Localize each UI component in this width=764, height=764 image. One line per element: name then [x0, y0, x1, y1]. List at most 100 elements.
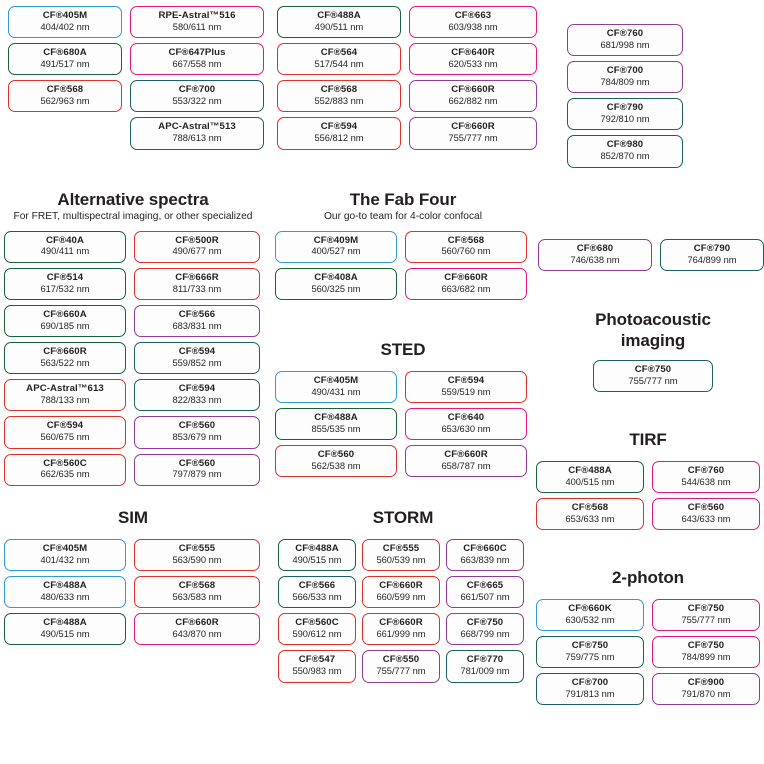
- dye-spectra: 550/983 nm: [292, 666, 342, 677]
- dye-spectra: 755/777 nm: [628, 375, 678, 386]
- dye-name: CF®514: [46, 271, 84, 283]
- dye-spectra: 660/599 nm: [376, 591, 426, 602]
- dye-name: CF®560: [178, 457, 216, 469]
- dye-spectra: 490/431 nm: [311, 386, 361, 397]
- dye-spectra: 658/787 nm: [441, 461, 491, 472]
- section-alternative-spectra: Alternative spectra For FRET, multispect…: [4, 190, 262, 491]
- dye-spectra: 404/402 nm: [40, 21, 90, 32]
- dye-name: CF®550: [382, 654, 420, 666]
- section-title: STED: [380, 340, 426, 359]
- dye-name: CF®594: [447, 375, 485, 387]
- dye-spectra: 663/682 nm: [441, 283, 491, 294]
- dye-name: CF®750: [634, 364, 672, 376]
- section-title: The Fab Four: [349, 190, 457, 209]
- dye-name: CF®700: [571, 677, 609, 689]
- dye-name: CF®560: [317, 449, 355, 461]
- dye-spectra: 759/775 nm: [565, 651, 615, 662]
- dye-name: CF®660R: [175, 617, 219, 629]
- dye-name: CF®594: [178, 346, 216, 358]
